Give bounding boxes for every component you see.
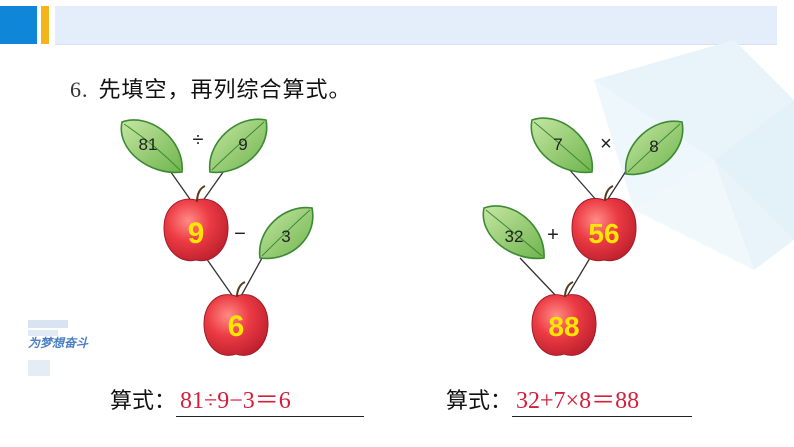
left-formula: 算式：81÷9−3＝6: [110, 380, 365, 417]
header-bar: [55, 6, 777, 45]
left-formula-label: 算式：: [110, 389, 177, 414]
watermark-text: 为梦想奋斗: [28, 336, 89, 350]
leaf-3-label: 3: [281, 227, 290, 246]
apple-88-value: 88: [548, 311, 579, 342]
left-formula-answer: 81÷9−3＝6: [176, 380, 365, 417]
right-op-plus: +: [547, 224, 559, 246]
left-tree: 81 ÷ 9 9 − 3 6: [120, 118, 314, 356]
leaf-81: 81: [120, 119, 183, 174]
question-number: 6.: [70, 77, 89, 102]
leaf-32-label: 32: [505, 227, 524, 246]
leaf-7: 7: [530, 117, 593, 174]
right-tree: 7 × 8 32 + 56 88: [482, 117, 684, 356]
leaf-9: 9: [208, 118, 268, 174]
leaf-8-label: 8: [649, 137, 658, 156]
right-formula-answer: 32+7×8＝88: [512, 380, 693, 417]
left-op-divide: ÷: [193, 129, 204, 151]
apple-9: 9: [163, 185, 229, 262]
right-formula: 算式：32+7×8＝88: [446, 380, 693, 417]
right-op-times: ×: [600, 133, 612, 155]
question-text: 先填空，再列综合算式。: [98, 78, 352, 103]
background-facets-decoration: [594, 40, 794, 270]
leaf-7-label: 7: [553, 135, 562, 154]
leaf-32: 32: [482, 205, 545, 260]
apple-9-value: 9: [188, 217, 205, 250]
leaf-3: 3: [258, 206, 314, 260]
apple-6-value: 6: [228, 310, 245, 343]
leaf-9-label: 9: [238, 135, 247, 154]
leaf-81-label: 81: [139, 135, 158, 154]
leaf-8: 8: [624, 120, 684, 176]
header-block-blue: [0, 6, 37, 44]
apple-6: 6: [203, 281, 269, 356]
apple-88: 88: [531, 281, 597, 356]
left-op-minus: −: [234, 223, 246, 245]
apple-56: 56: [571, 185, 637, 262]
question-line: 6. 先填空，再列综合算式。: [70, 72, 352, 104]
apple-56-value: 56: [588, 218, 619, 249]
right-formula-label: 算式：: [446, 389, 513, 414]
header-block-gold: [41, 6, 49, 44]
watermark-logo-icon: [28, 320, 68, 376]
